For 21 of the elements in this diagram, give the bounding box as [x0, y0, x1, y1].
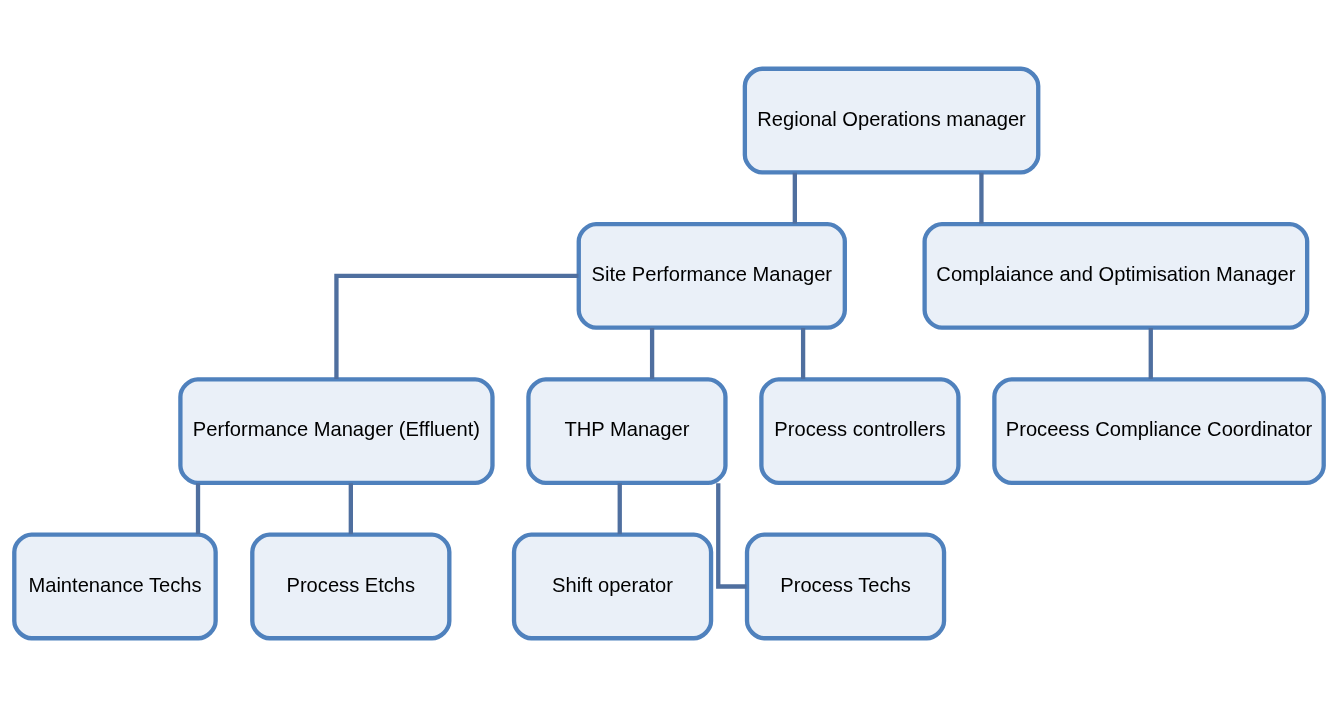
- node-box: Performance Manager (Effluent): [178, 376, 495, 485]
- connector: [792, 172, 797, 224]
- node-box: Complaiance and Optimisation Manager: [922, 221, 1310, 330]
- node-box: Process controllers: [759, 376, 961, 485]
- connector: [348, 482, 353, 534]
- node-box: Process Techs: [744, 532, 947, 640]
- connector: [1148, 327, 1153, 379]
- connector: [617, 482, 622, 534]
- connector: [800, 327, 806, 379]
- node-box: Shift operator: [511, 532, 714, 640]
- node-box: Proceess Compliance Coordinator: [992, 376, 1326, 485]
- connector: [716, 482, 747, 589]
- connector: [979, 172, 984, 224]
- connector: [649, 327, 655, 379]
- connector: [334, 273, 579, 379]
- node-box: THP Manager: [526, 376, 728, 485]
- node-box: Maintenance Techs: [12, 532, 218, 640]
- node-box: Site Performance Manager: [576, 221, 847, 330]
- node-box: Process Etchs: [250, 532, 452, 640]
- connector: [195, 482, 201, 534]
- node-box: Regional Operations manager: [742, 66, 1041, 174]
